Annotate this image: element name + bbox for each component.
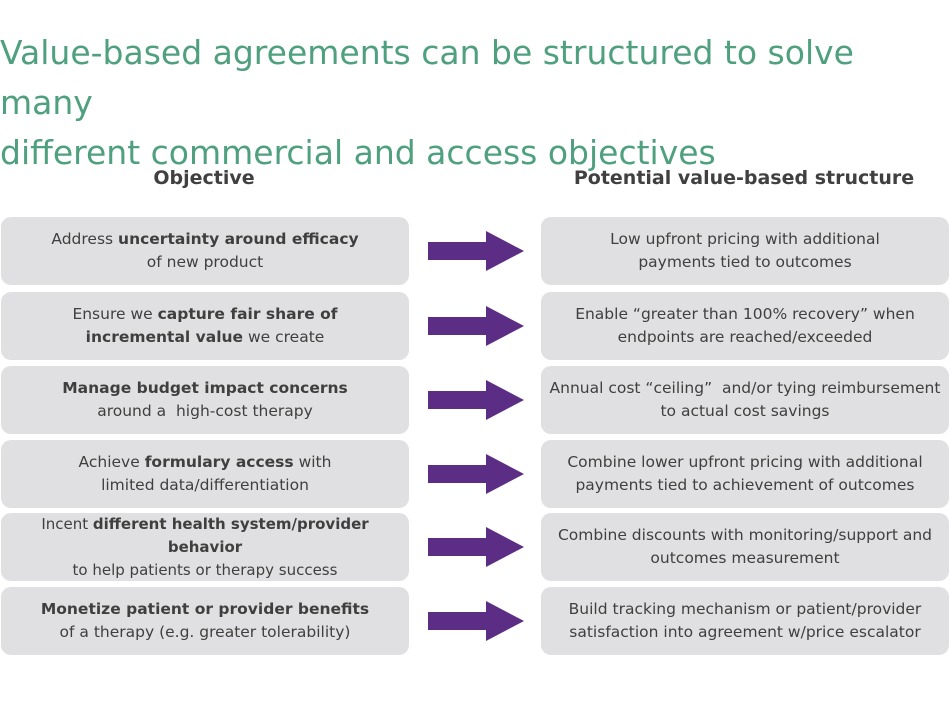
right-arrow-icon	[428, 601, 524, 641]
right-arrow-icon	[428, 380, 524, 420]
structure-box: Combine lower upfront pricing with addit…	[541, 440, 949, 508]
objective-text: around a high-cost therapy	[97, 402, 313, 420]
objective-emphasis: incremental value	[85, 328, 244, 346]
structure-text: payments tied to achievement of outcomes	[575, 476, 915, 494]
objective-text: to help patients or therapy success	[72, 560, 338, 579]
objective-emphasis: Monetize patient or provider benefits	[40, 600, 370, 618]
structure-column-header: Potential value-based structure	[573, 167, 915, 189]
right-arrow-icon	[428, 454, 524, 494]
structure-text: Annual cost “ceiling” and/or tying reimb…	[549, 379, 941, 397]
structure-text: outcomes measurement	[650, 549, 840, 567]
objective-emphasis: capture fair share of	[157, 305, 338, 323]
structure-box: Annual cost “ceiling” and/or tying reimb…	[541, 366, 949, 434]
right-arrow-icon	[428, 306, 524, 346]
objective-box: Ensure we capture fair share of incremen…	[1, 292, 409, 360]
title-line-1: Value-based agreements can be structured…	[0, 33, 854, 122]
objective-structure-row: Manage budget impact concerns around a h…	[0, 366, 950, 434]
structure-box: Combine discounts with monitoring/suppor…	[541, 513, 949, 581]
objective-structure-row: Address uncertainty around efficacy of n…	[0, 217, 950, 285]
objective-emphasis: formulary access	[144, 453, 294, 471]
structure-box: Low upfront pricing with additional paym…	[541, 217, 949, 285]
objective-box: Incent different health system/provider …	[1, 513, 409, 581]
structure-text: Build tracking mechanism or patient/prov…	[568, 600, 922, 618]
objective-text: with	[293, 453, 332, 471]
objective-text: of a therapy (e.g. greater tolerability)	[59, 623, 351, 641]
objective-structure-row: Ensure we capture fair share of incremen…	[0, 292, 950, 360]
structure-box: Enable “greater than 100% recovery” when…	[541, 292, 949, 360]
structure-text: endpoints are reached/exceeded	[617, 328, 873, 346]
structure-text: to actual cost savings	[660, 402, 830, 420]
objective-emphasis: uncertainty around efficacy	[118, 230, 359, 248]
structure-text: Combine discounts with monitoring/suppor…	[557, 526, 933, 544]
title-line-2: different commercial and access objectiv…	[0, 133, 716, 172]
objective-emphasis: different health system/provider behavio…	[92, 514, 369, 556]
objective-text: limited data/differentiation	[101, 476, 309, 494]
objective-emphasis: Manage budget impact concerns	[62, 379, 348, 397]
slide-title: Value-based agreements can be structured…	[0, 28, 945, 178]
objective-structure-row: Incent different health system/provider …	[0, 513, 950, 581]
right-arrow-icon	[428, 231, 524, 271]
structure-text: satisfaction into agreement w/price esca…	[569, 623, 921, 641]
objective-text: Ensure we	[72, 305, 158, 323]
right-arrow-icon	[428, 527, 524, 567]
objective-structure-row: Monetize patient or provider benefits of…	[0, 587, 950, 655]
objective-text: of new product	[146, 253, 264, 271]
objective-text: Incent	[41, 514, 93, 533]
structure-text: payments tied to outcomes	[638, 253, 852, 271]
objective-structure-row: Achieve formulary access with limited da…	[0, 440, 950, 508]
objective-column-header: Objective	[153, 167, 255, 189]
objective-box: Manage budget impact concerns around a h…	[1, 366, 409, 434]
structure-text: Enable “greater than 100% recovery” when	[575, 305, 915, 323]
objective-box: Monetize patient or provider benefits of…	[1, 587, 409, 655]
structure-text: Low upfront pricing with additional	[610, 230, 880, 248]
objective-box: Address uncertainty around efficacy of n…	[1, 217, 409, 285]
structure-box: Build tracking mechanism or patient/prov…	[541, 587, 949, 655]
structure-text: Combine lower upfront pricing with addit…	[567, 453, 923, 471]
objective-text: Address	[51, 230, 119, 248]
objective-box: Achieve formulary access with limited da…	[1, 440, 409, 508]
objective-text: Achieve	[78, 453, 145, 471]
objective-text: we create	[243, 328, 325, 346]
